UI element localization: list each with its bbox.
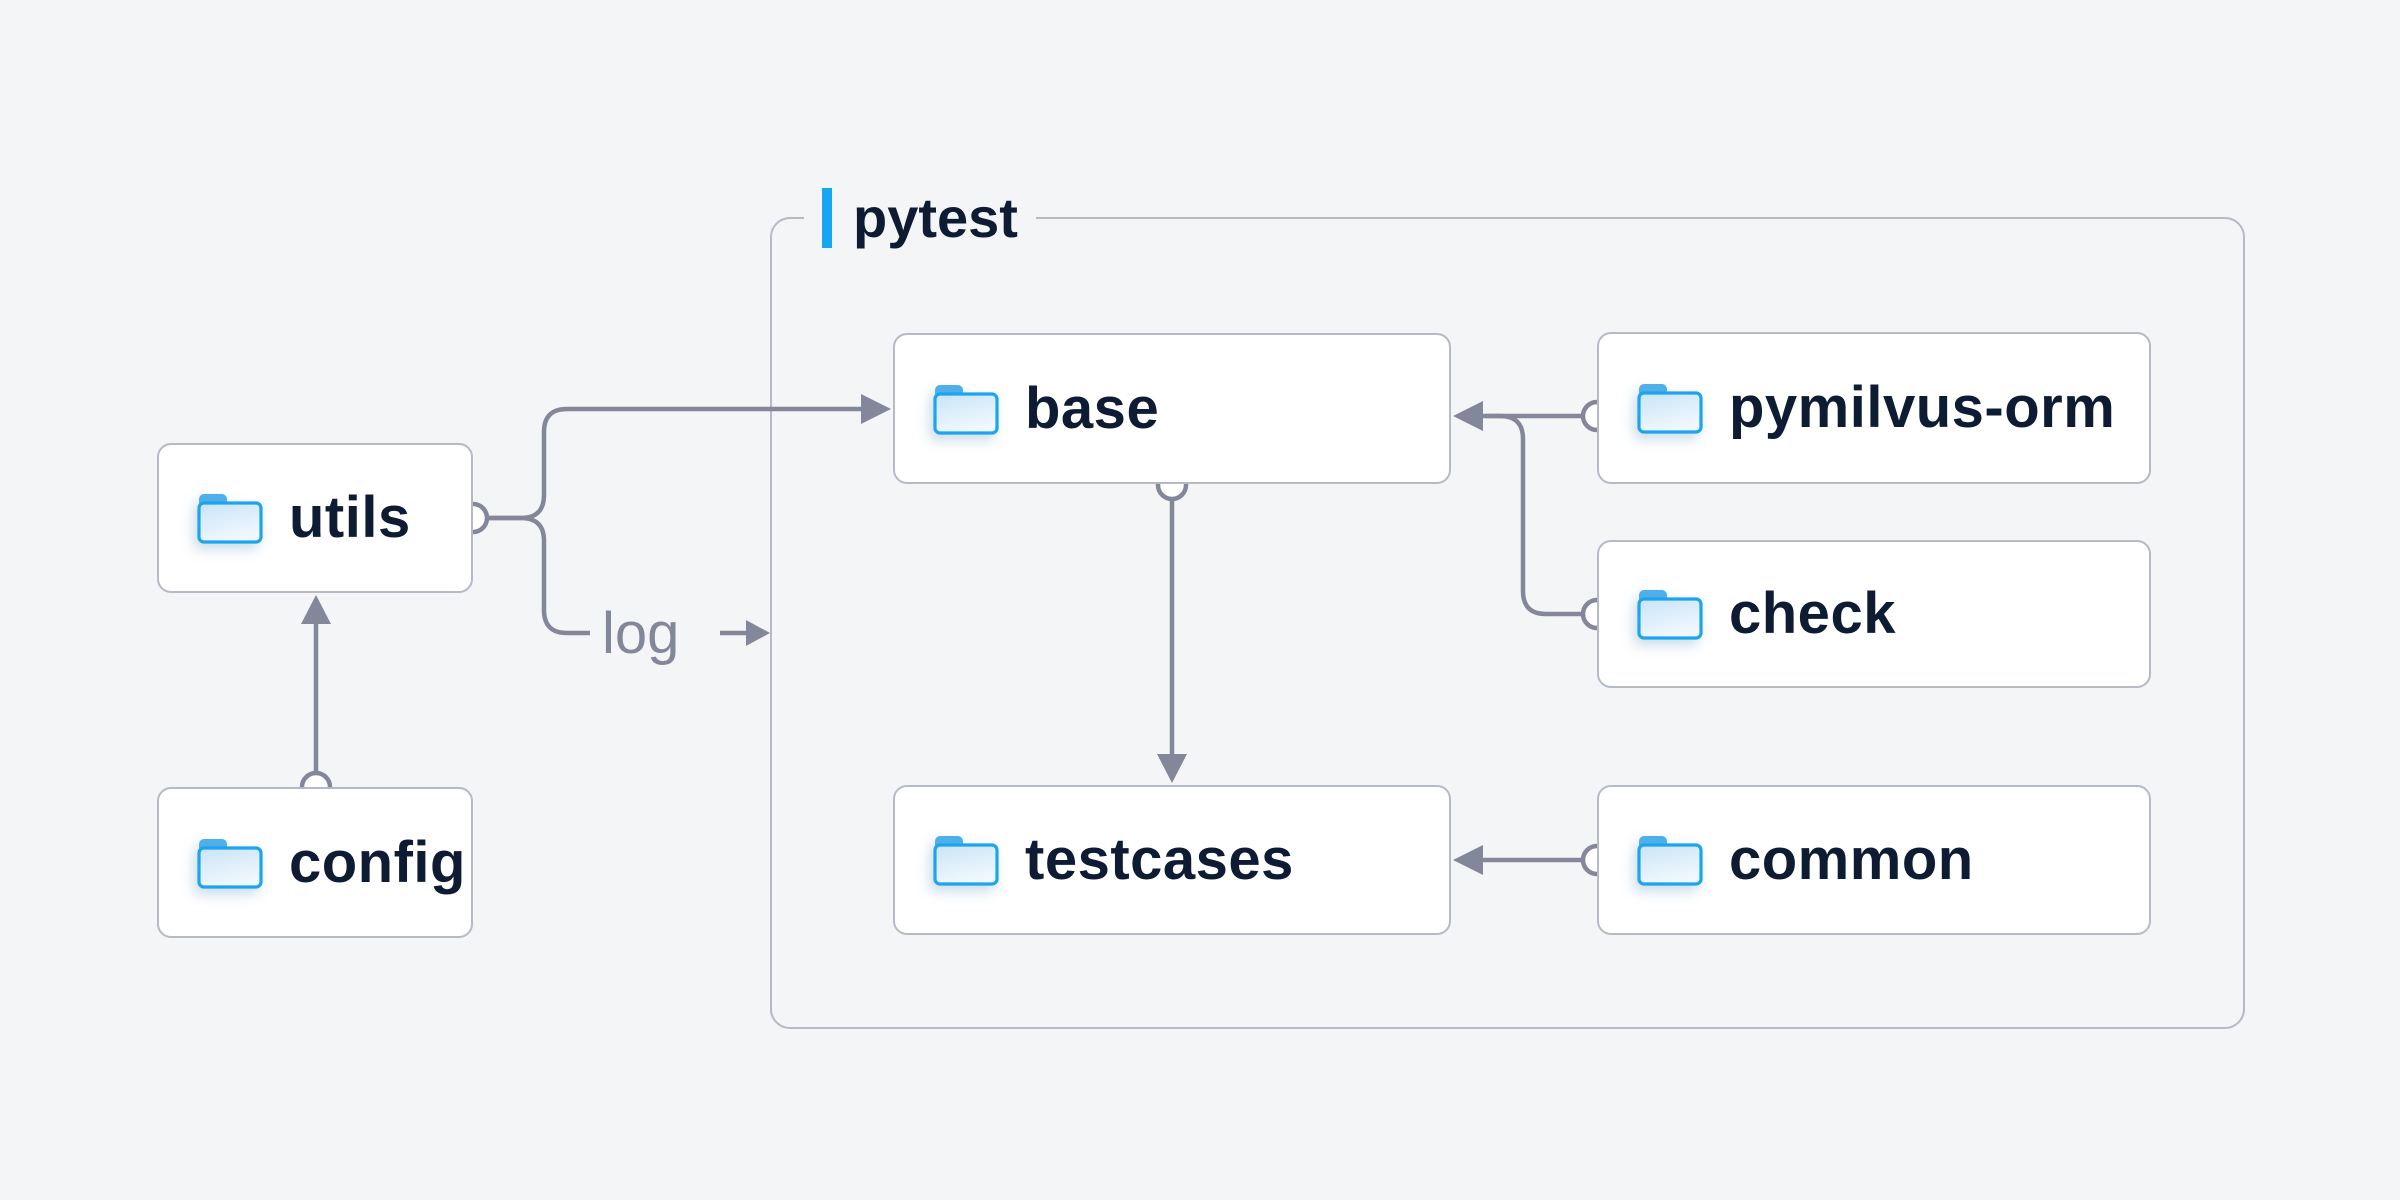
node-pymilvus-orm: pymilvus-orm (1597, 332, 2151, 484)
node-testcases: testcases (893, 785, 1451, 935)
node-check: check (1597, 540, 2151, 688)
accent-bar-icon (822, 188, 832, 248)
folder-icon (933, 836, 999, 886)
node-base: base (893, 333, 1451, 484)
group-pytest-title: pytest (804, 185, 1036, 251)
node-config: config (157, 787, 473, 938)
node-utils: utils (157, 443, 473, 593)
folder-icon (197, 494, 263, 544)
edge-config-to-utils (299, 595, 333, 804)
node-label: common (1729, 827, 1974, 892)
group-pytest-label: pytest (853, 186, 1018, 249)
edge-line (488, 515, 590, 636)
arrowhead-up-icon (301, 595, 331, 624)
folder-icon (1637, 590, 1703, 640)
folder-icon (933, 384, 999, 435)
group-pytest: pytest (770, 185, 2245, 1029)
node-common: common (1597, 785, 2151, 935)
edge-label-log: log (602, 601, 680, 666)
node-label: base (1025, 375, 1160, 441)
node-label: pymilvus-orm (1729, 375, 2116, 440)
folder-icon (197, 838, 263, 889)
node-label: utils (289, 485, 411, 550)
folder-icon (1637, 384, 1703, 434)
node-label: testcases (1025, 827, 1294, 892)
arrowhead-right-icon (746, 620, 770, 646)
folder-icon (1637, 836, 1703, 886)
node-label: check (1729, 581, 1896, 646)
node-label: config (289, 829, 466, 895)
